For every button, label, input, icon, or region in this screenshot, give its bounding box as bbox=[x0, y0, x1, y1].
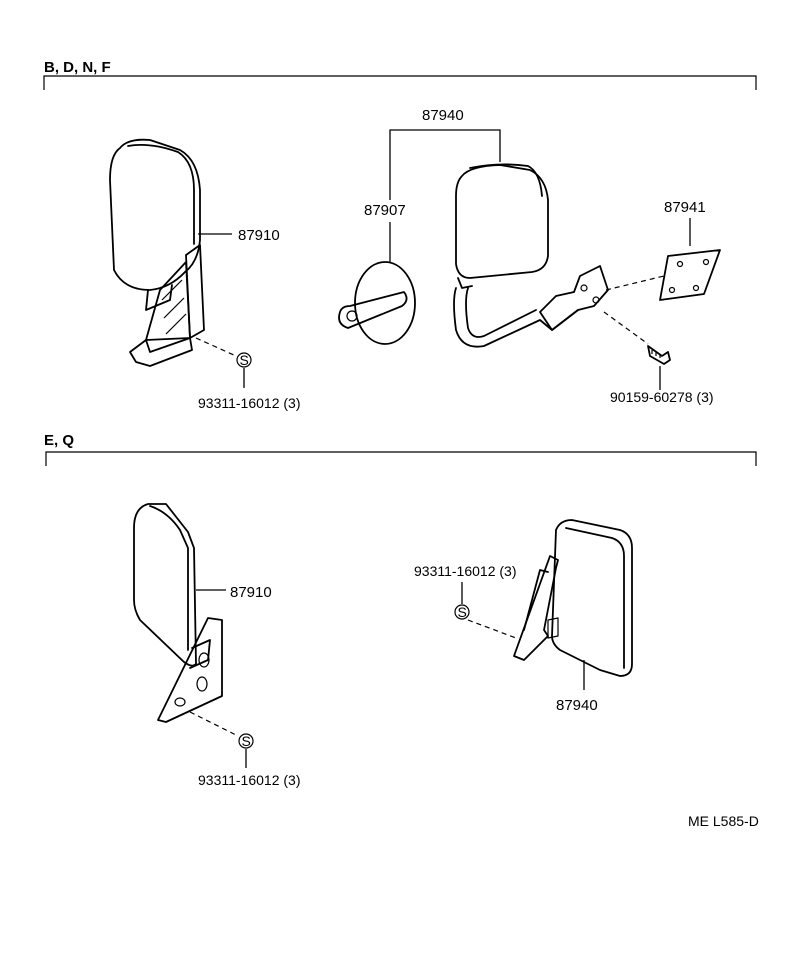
part-label-87910-top: 87910 bbox=[238, 227, 280, 244]
dash-bolt-top-right bbox=[603, 311, 649, 345]
mirror-87940-top-illustration bbox=[453, 163, 609, 348]
section-divider-bottom bbox=[45, 451, 757, 466]
bracket-87941-illustration bbox=[659, 249, 721, 301]
screw-symbol-text: S bbox=[458, 604, 467, 620]
screw-symbol-icon bbox=[238, 733, 254, 749]
diagram-code: ME L585-D bbox=[688, 813, 759, 829]
screw-symbol-icon bbox=[236, 352, 252, 368]
screw-symbol-icon bbox=[454, 604, 470, 620]
dash-screw-bottom-right bbox=[467, 619, 517, 639]
part-label-screw-bottom-left: 93311-16012 (3) bbox=[198, 772, 300, 788]
bracket-line-87940-group bbox=[389, 129, 501, 162]
part-label-87907: 87907 bbox=[364, 202, 406, 219]
section-divider-top bbox=[43, 75, 757, 90]
section-title-bdnf: B, D, N, F bbox=[44, 59, 111, 76]
mirror-87907-illustration bbox=[338, 261, 416, 345]
part-label-87910-bottom: 87910 bbox=[230, 584, 272, 601]
screw-symbol-text: S bbox=[240, 352, 249, 368]
bolt-icon bbox=[647, 345, 671, 365]
part-label-87941: 87941 bbox=[664, 199, 706, 216]
section-title-eq: E, Q bbox=[44, 432, 74, 449]
part-label-screw-top-left: 93311-16012 (3) bbox=[198, 395, 300, 411]
dash-87941 bbox=[605, 275, 665, 291]
mirror-87910-bottom-illustration bbox=[133, 503, 223, 723]
mirror-87910-top-illustration bbox=[109, 138, 205, 367]
screw-symbol-text: S bbox=[242, 733, 251, 749]
part-label-87940-group: 87940 bbox=[422, 107, 464, 124]
part-label-screw-bottom-right: 93311-16012 (3) bbox=[414, 563, 516, 579]
part-label-bolt-top-right: 90159-60278 (3) bbox=[610, 389, 714, 405]
dash-screw-bottom-left bbox=[189, 711, 239, 737]
dash-screw-top-left bbox=[195, 337, 237, 357]
mirror-87940-bottom-illustration bbox=[513, 519, 633, 677]
part-label-87940-bottom: 87940 bbox=[556, 697, 598, 714]
